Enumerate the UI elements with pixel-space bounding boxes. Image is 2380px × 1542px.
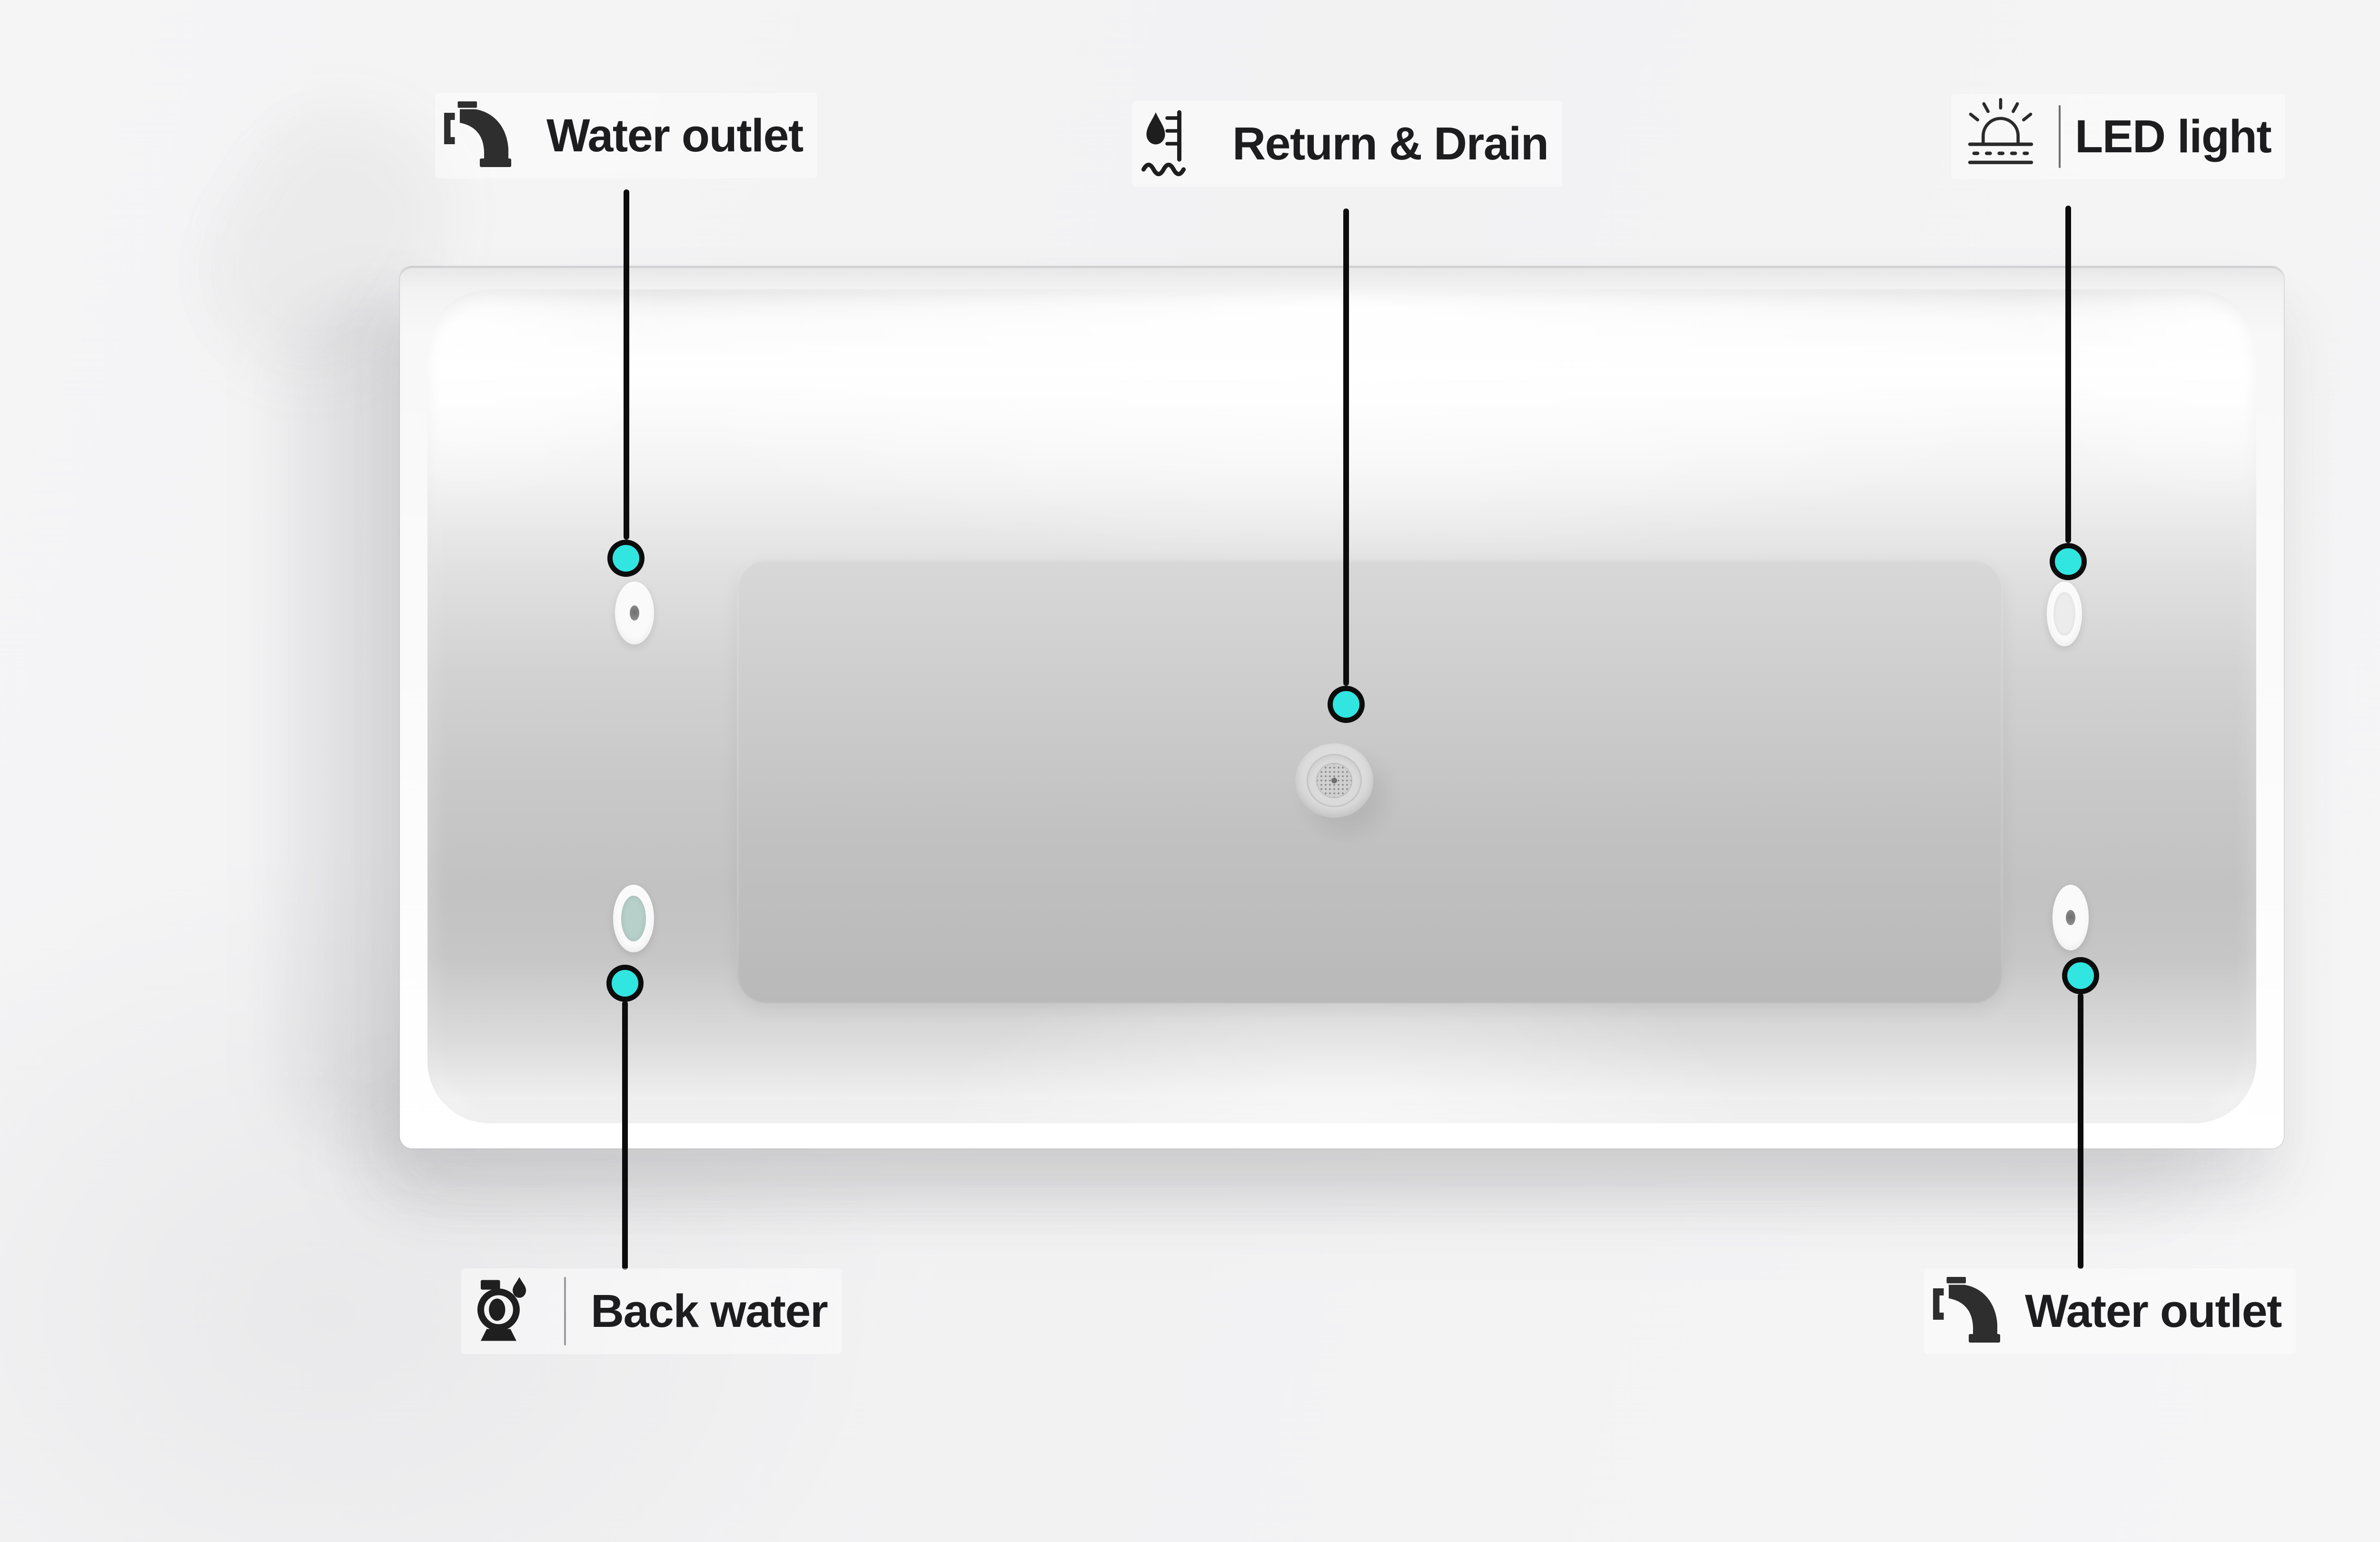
outlet-hole	[2066, 910, 2075, 925]
backwater-lens	[621, 896, 646, 941]
leader-line-back-water	[622, 1001, 628, 1270]
pump-icon	[469, 1274, 543, 1348]
callout-label: Back water	[591, 1285, 828, 1337]
label-divider	[2059, 105, 2061, 168]
led-lens	[2053, 592, 2075, 636]
leader-line-led-light	[2065, 206, 2071, 543]
outlet-fixture-bottom-right	[2053, 885, 2089, 950]
drain-strainer	[1316, 763, 1352, 798]
backwater-fixture-bottom-left	[613, 885, 654, 952]
callout-label: Water outlet	[2025, 1285, 2282, 1337]
label-divider	[564, 1277, 566, 1345]
callout-water-outlet-bottom: Water outlet	[1924, 1268, 2296, 1354]
pipe-elbow-icon	[443, 100, 514, 171]
outlet-hole	[630, 605, 639, 621]
callout-label: Water outlet	[546, 109, 803, 161]
outlet-fixture-top-left	[615, 582, 654, 644]
callout-label: LED light	[2075, 110, 2272, 162]
led-fixture-top-right	[2047, 582, 2082, 646]
leader-line-water-outlet-bottom	[2078, 993, 2083, 1269]
marker-dot-return-drain	[1328, 686, 1365, 723]
marker-dot-water-outlet-bottom	[2062, 957, 2099, 994]
marker-dot-led-light	[2050, 543, 2087, 580]
callout-water-outlet-top: Water outlet	[435, 93, 817, 178]
drain-fixture	[1295, 743, 1373, 818]
callout-label: Return & Drain	[1232, 118, 1549, 169]
water-level-icon	[1140, 108, 1211, 179]
led-dome-icon	[1959, 95, 2043, 178]
callout-back-water: Back water	[461, 1268, 842, 1354]
pipe-elbow-icon	[1932, 1275, 2003, 1347]
leader-line-return-drain	[1343, 208, 1349, 686]
drain-center	[1331, 778, 1337, 783]
drain-ring	[1307, 754, 1362, 807]
callout-led-light: LED light	[1951, 94, 2286, 179]
leader-line-water-outlet-top	[624, 189, 629, 540]
callout-return-drain: Return & Drain	[1132, 101, 1563, 187]
marker-dot-water-outlet-top	[607, 540, 645, 577]
marker-dot-back-water	[606, 965, 644, 1002]
